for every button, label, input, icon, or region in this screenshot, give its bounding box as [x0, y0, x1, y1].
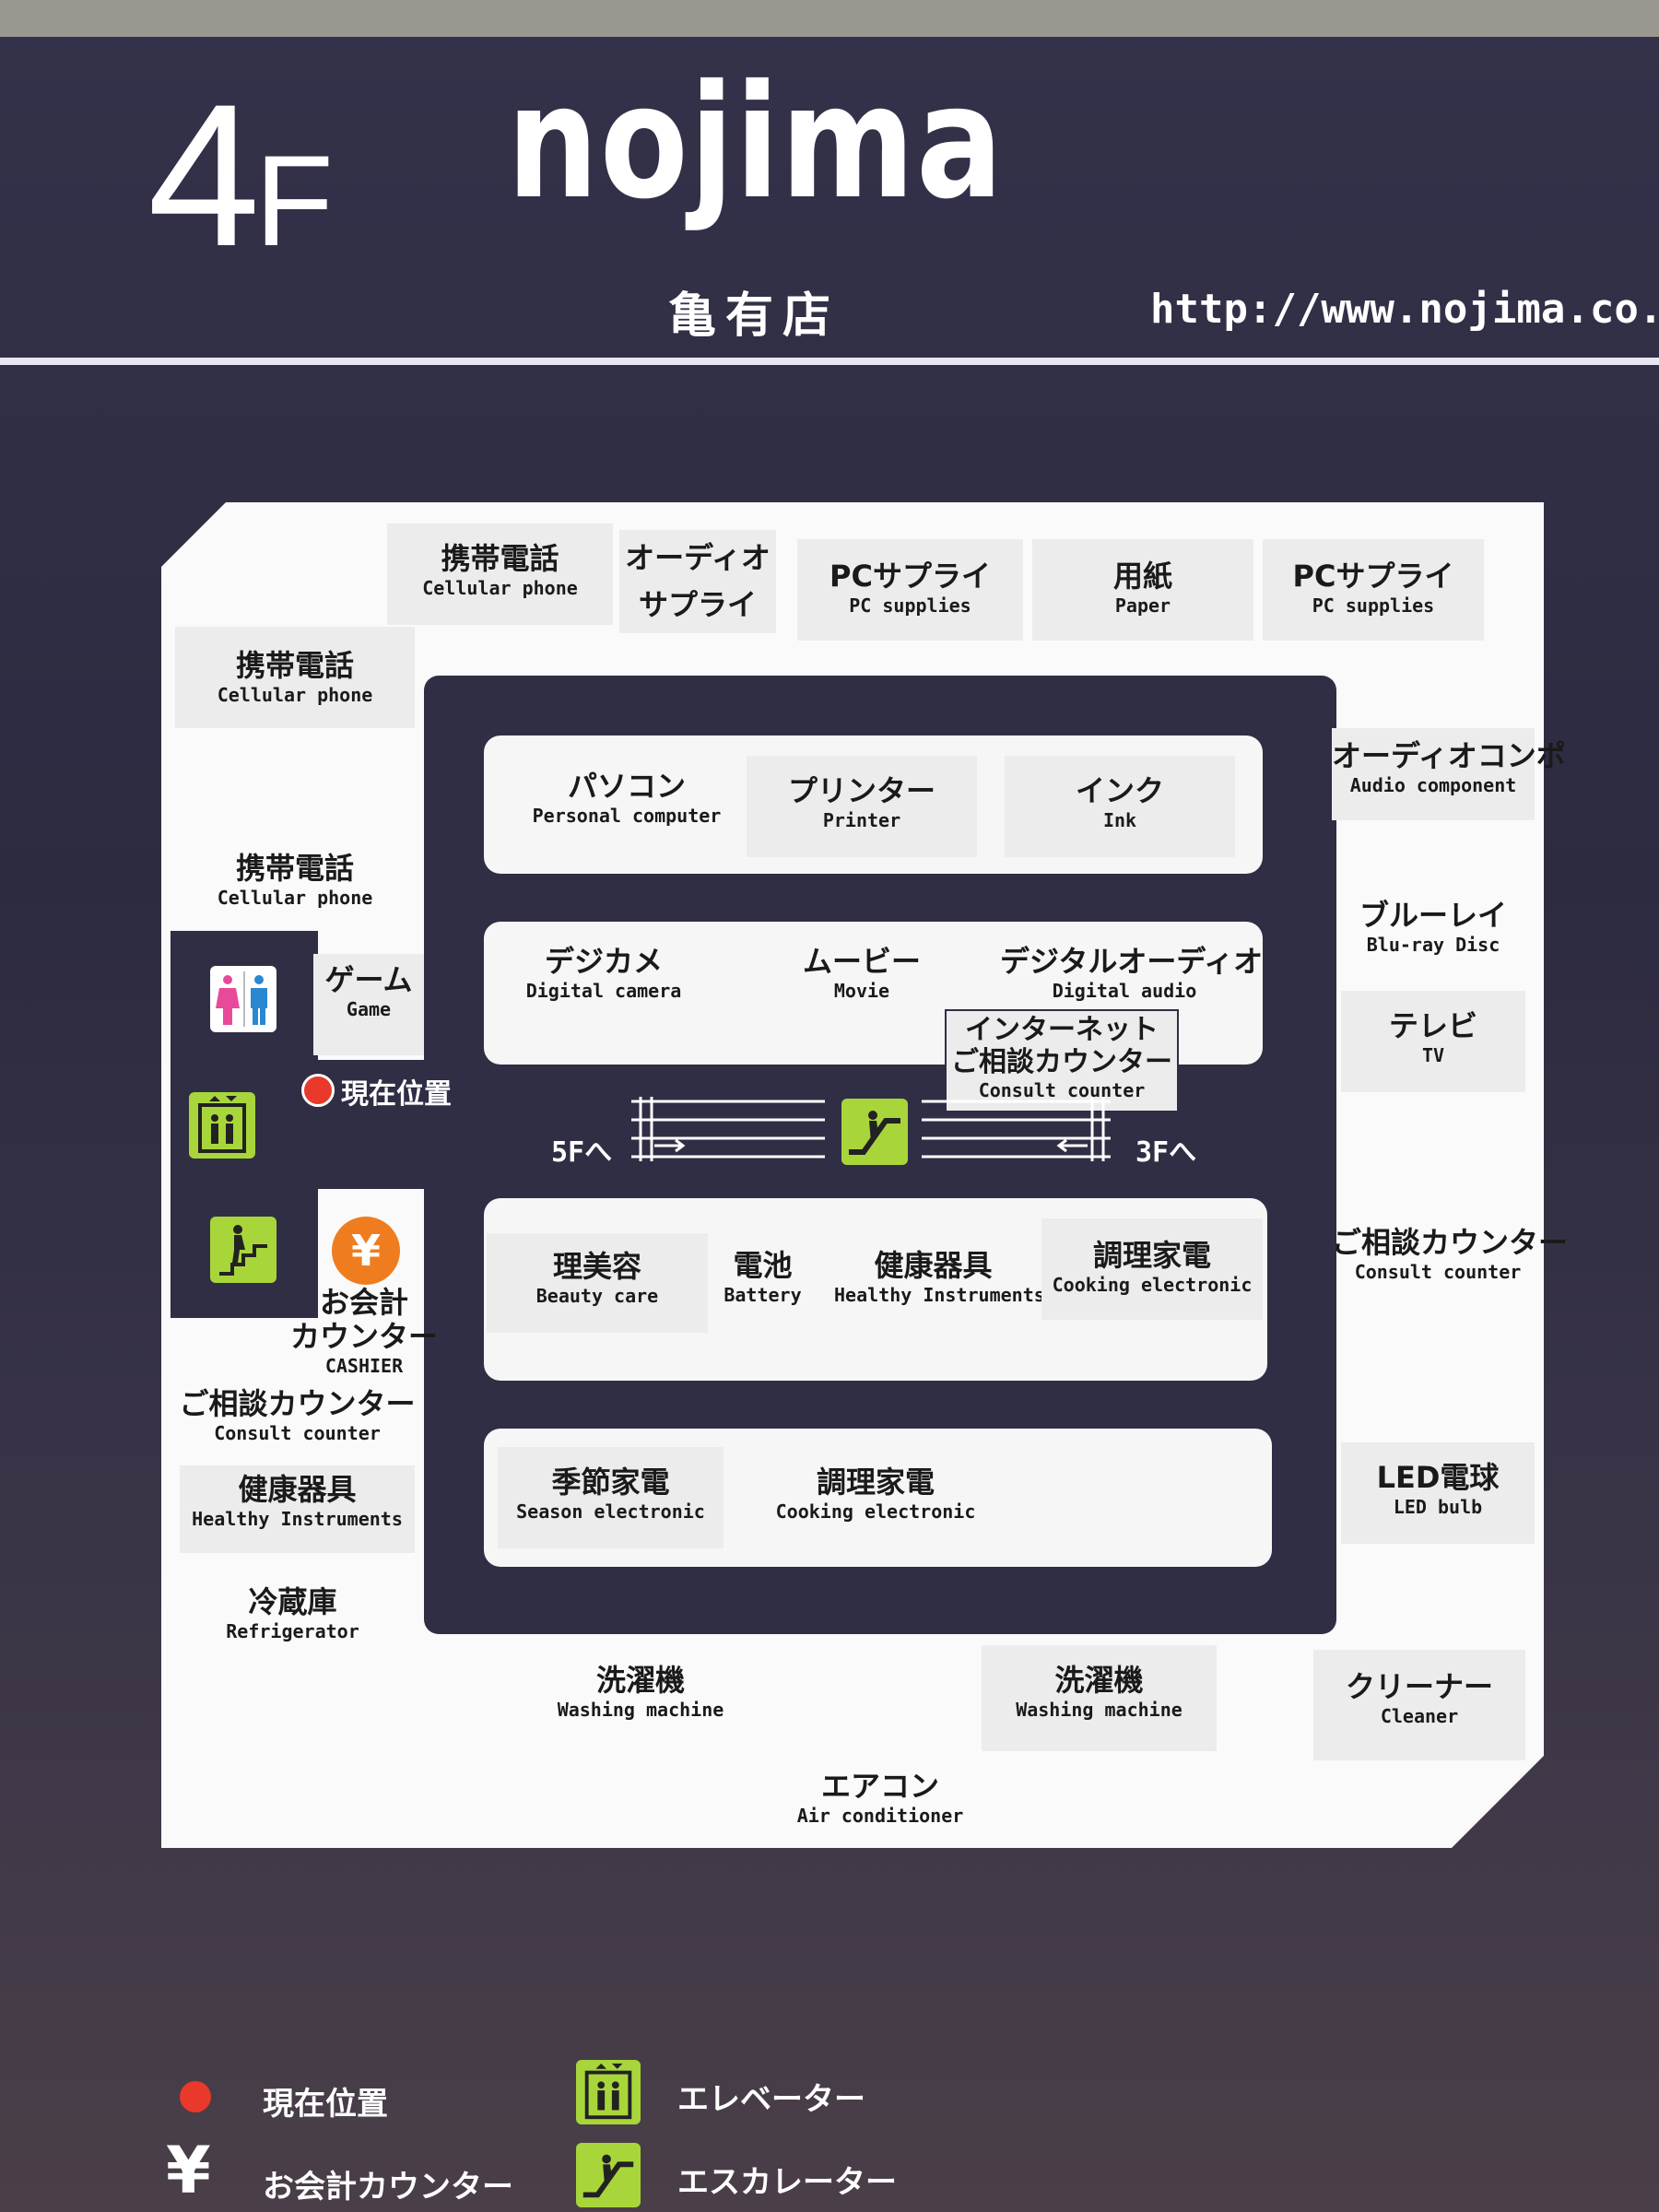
legend-cashier-label: お会計カウンター [263, 2169, 513, 2206]
utility-corridor [318, 1060, 429, 1189]
legend-escalator-icon [576, 2143, 641, 2207]
legend-elevator-icon [576, 2060, 641, 2124]
floor-number: 4 [147, 62, 260, 288]
here-label: 現在位置 [341, 1078, 452, 1111]
stairs-icon [210, 1217, 276, 1283]
top-frame [0, 0, 1659, 37]
logo-wordmark: nojima [507, 52, 1005, 234]
legend-here-marker-icon [180, 2081, 211, 2112]
floor-suffix: F [254, 128, 333, 273]
escalator-down-label: 3Fへ [1135, 1136, 1197, 1169]
store-name: 亀有店 [668, 288, 841, 344]
here-marker-icon [301, 1074, 335, 1107]
escalator-icon [841, 1099, 908, 1165]
escalator-up-label: 5Fへ [551, 1136, 613, 1169]
legend-here-label: 現在位置 [263, 2086, 388, 2123]
legend-elevator-label: エレベーター [677, 2081, 865, 2118]
elevator-icon [189, 1092, 255, 1159]
legend-escalator-label: エスカレーター [677, 2164, 897, 2201]
legend-yen-icon: ¥ [166, 2133, 211, 2208]
zone-audio-supply: オーディオサプライ [619, 530, 776, 633]
escalator-lanes [631, 1097, 1111, 1161]
restroom-icon [210, 966, 276, 1032]
website-url: http://www.nojima.co.jp/ [1150, 286, 1659, 333]
header-divider [0, 358, 1659, 365]
floor-indicator: 4F [147, 74, 334, 276]
yen-icon: ¥ [332, 1217, 400, 1285]
nojima-logo: nojima [507, 65, 1005, 249]
